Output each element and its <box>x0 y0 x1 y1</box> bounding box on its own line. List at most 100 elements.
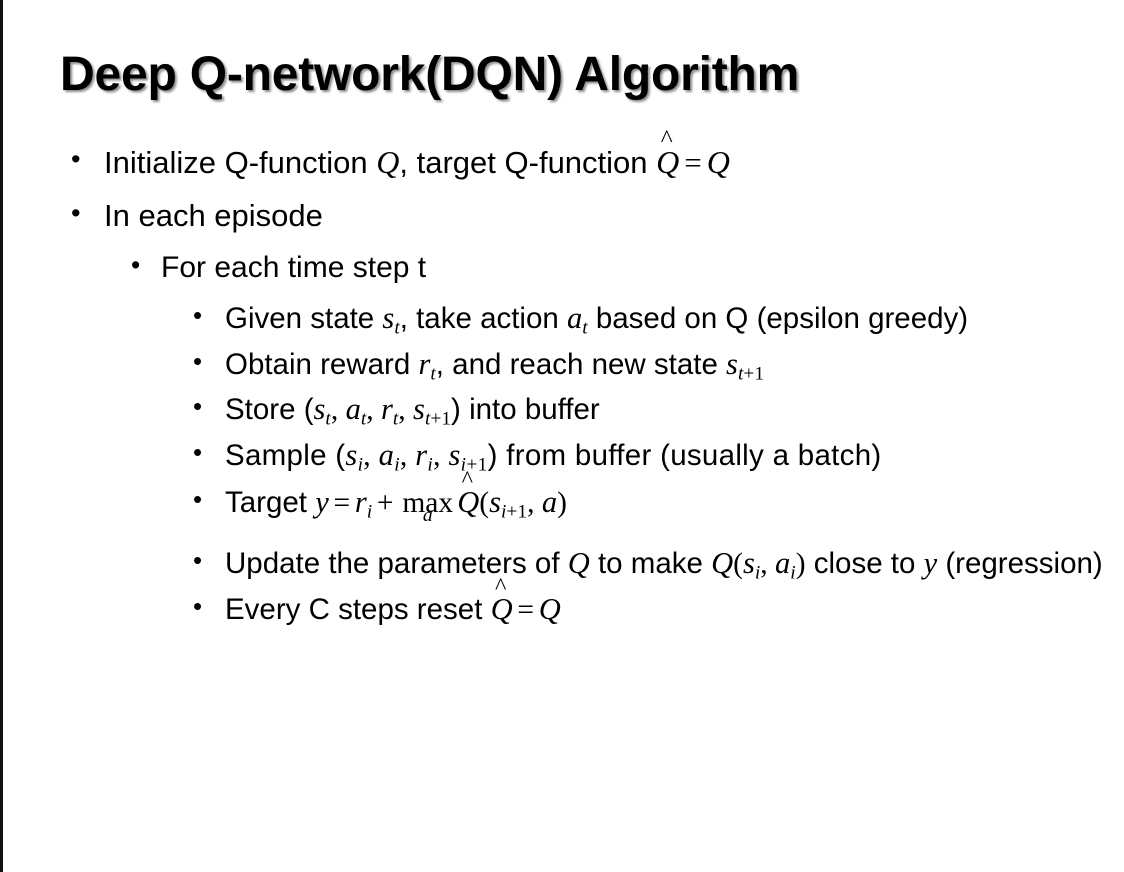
math-s: s <box>345 438 358 473</box>
math-max-underscript: a <box>422 505 433 527</box>
math-q: Q <box>711 545 734 580</box>
text-fragment: Initialize Q-function <box>104 145 377 180</box>
text-fragment: , <box>330 394 346 427</box>
math-q-hat: Q <box>656 144 680 180</box>
math-a: a <box>566 301 583 336</box>
math-plus: + <box>376 486 394 519</box>
math-r: r <box>415 438 428 473</box>
bullet-reset-target-text: Every C steps reset Q^=Q <box>225 575 1105 629</box>
bullet-sample-text: Sample (si, ai, ri, si+1) from buffer (u… <box>225 436 1105 475</box>
math-subscript: i <box>366 500 373 522</box>
bullet-marker: • <box>193 590 203 621</box>
math-q: Q <box>567 545 590 580</box>
math-s: s <box>489 484 501 519</box>
bullet-marker: • <box>193 483 203 514</box>
text-fragment: based on Q (epsilon greedy) <box>587 302 969 336</box>
text-fragment: Every C steps reset <box>225 592 491 626</box>
math-equals: = <box>333 486 351 519</box>
math-s: s <box>382 301 395 336</box>
text-fragment: , <box>760 547 776 580</box>
text-fragment: Target <box>225 485 316 519</box>
text-fragment: , <box>363 440 379 473</box>
math-paren-close: ) <box>557 486 567 519</box>
text-fragment: , target Q-function <box>399 145 657 180</box>
text-fragment: Given state <box>225 302 383 336</box>
bullet-list: • Initialize Q-function Q, target Q-func… <box>3 126 1124 636</box>
math-equals: = <box>684 145 702 180</box>
math-equals: = <box>517 593 534 626</box>
math-q: Q <box>376 144 400 180</box>
page-title: Deep Q-network(DQN) Algorithm <box>60 48 800 101</box>
math-subscript: i <box>357 454 364 476</box>
bullet-initialize: • Initialize Q-function Q, target Q-func… <box>3 126 1124 182</box>
bullet-marker: • <box>193 345 203 376</box>
bullet-marker: • <box>71 197 81 229</box>
bullet-update-parameters-text: Update the parameters of Q to make Q(si,… <box>225 544 1105 583</box>
bullet-store: • Store (st, at, rt, st+1) into buffer <box>3 390 1124 429</box>
math-subscript-offset: +1 <box>430 408 452 430</box>
bullet-marker: • <box>193 391 203 422</box>
math-a: a <box>541 484 558 519</box>
math-subscript: t <box>430 363 436 385</box>
text-fragment: , <box>398 394 414 427</box>
hat-accent-icon: ^ <box>495 573 507 601</box>
math-r: r <box>354 484 367 519</box>
text-fragment: Sample ( <box>225 439 346 473</box>
text-fragment: ) from buffer (usually a batch) <box>487 439 882 473</box>
math-r: r <box>381 392 393 427</box>
math-subscript: i <box>427 454 434 476</box>
math-subscript: i <box>754 562 761 584</box>
math-subscript: t <box>394 317 400 339</box>
math-q-hat: Q <box>490 591 513 626</box>
math-subscript: t <box>325 408 331 430</box>
math-subscript: t <box>737 363 744 385</box>
bullet-obtain-reward-text: Obtain reward rt, and reach new state st… <box>225 345 1105 385</box>
text-fragment: , and reach new state <box>435 347 727 381</box>
text-fragment: , <box>366 394 381 427</box>
math-a: a <box>345 392 361 427</box>
hat-accent-icon: ^ <box>660 124 673 153</box>
math-max-label: max <box>402 486 454 519</box>
bullet-given-state-text: Given state st, take action at based on … <box>225 299 1105 339</box>
math-subscript-offset: +1 <box>743 363 765 385</box>
math-q-hat: Q <box>457 484 480 519</box>
bullet-in-each-episode-text: In each episode <box>104 198 323 234</box>
text-fragment: close to <box>805 546 924 580</box>
text-fragment: (regression) <box>937 546 1103 580</box>
bullet-reset-target: • Every C steps reset Q^=Q <box>3 575 1124 629</box>
bullet-marker: • <box>131 250 141 281</box>
bullet-marker: • <box>71 143 81 174</box>
bullet-in-each-episode: • In each episode <box>3 196 1124 235</box>
bullet-marker: • <box>193 437 203 468</box>
bullet-marker: • <box>193 544 203 575</box>
math-subscript: t <box>360 408 367 430</box>
math-s: s <box>726 346 738 381</box>
text-fragment: Update the parameters of <box>225 546 568 580</box>
math-y: y <box>315 484 329 519</box>
hat-accent-icon: ^ <box>461 466 474 493</box>
math-s: s <box>448 438 461 473</box>
math-subscript: t <box>582 317 588 339</box>
bullet-for-each-time-step: • For each time step t <box>3 249 1124 287</box>
math-s: s <box>313 392 326 427</box>
bullet-store-text: Store (st, at, rt, st+1) into buffer <box>225 390 1105 429</box>
text-fragment: , <box>433 440 449 473</box>
math-a: a <box>378 438 395 473</box>
bullet-given-state: • Given state st, take action at based o… <box>3 299 1124 339</box>
math-subscript: t <box>392 408 399 430</box>
math-q: Q <box>538 591 561 626</box>
math-paren-close: ) <box>795 547 806 580</box>
text-fragment: , <box>399 440 416 473</box>
math-y: y <box>923 545 938 580</box>
math-paren-open: ( <box>479 486 490 519</box>
text-fragment: to make <box>589 546 712 580</box>
text-fragment: ) into buffer <box>451 393 600 427</box>
bullet-marker: • <box>193 300 203 331</box>
bullet-for-each-time-step-text: For each time step t <box>161 251 427 285</box>
bullet-initialize-text: Initialize Q-function Q, target Q-functi… <box>104 126 1124 182</box>
math-q-target: Q <box>706 144 730 180</box>
bullet-update-parameters: • Update the parameters of Q to make Q(s… <box>3 544 1124 583</box>
text-fragment: , take action <box>399 302 567 336</box>
